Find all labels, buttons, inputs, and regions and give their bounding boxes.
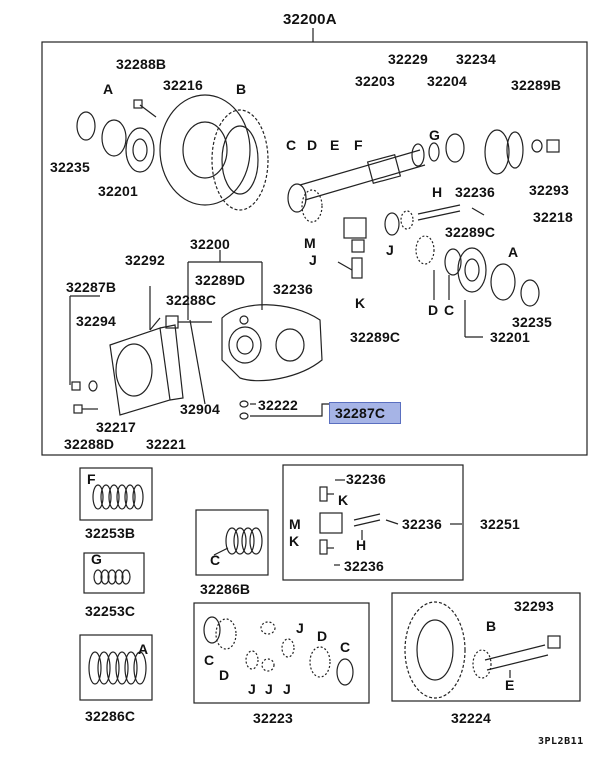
part-32288D[interactable]: 32288D [64, 436, 115, 452]
part-32235-right[interactable]: 32235 [512, 314, 552, 330]
shim-C-shape [225, 527, 263, 555]
kit-32251-callout-K-b: K [289, 533, 300, 549]
part-32218[interactable]: 32218 [533, 209, 573, 225]
part-32288C[interactable]: 32288C [166, 292, 217, 308]
part-32204[interactable]: 32204 [427, 73, 467, 89]
kit-32223-callout-D-b: D [317, 628, 328, 644]
part-32200[interactable]: 32200 [190, 236, 230, 252]
oil-seal-shape [76, 111, 96, 141]
callout-E-top: E [330, 137, 340, 153]
kit-frame-32251 [282, 464, 464, 581]
kit-frame-32224 [391, 592, 581, 702]
callout-B-top: B [236, 81, 247, 97]
part-32221[interactable]: 32221 [146, 436, 186, 452]
kit-32223-callout-D-a: D [219, 667, 230, 683]
callout-F-kit: F [87, 471, 96, 487]
kit-frame-32286C [79, 634, 153, 701]
kit-32253C[interactable]: 32253C [85, 603, 136, 619]
spring-F-shape [92, 484, 144, 510]
callout-F-top: F [354, 137, 363, 153]
ring-gear-kit-shape [404, 601, 466, 699]
part-32904[interactable]: 32904 [180, 401, 220, 417]
callout-C-kit: C [210, 552, 221, 568]
part-32289D[interactable]: 32289D [195, 272, 246, 288]
callout-D-top: D [307, 137, 318, 153]
highlight-32287C [329, 402, 401, 424]
callout-H-top: H [432, 184, 443, 200]
bearing-race-shape [101, 119, 127, 157]
part-32201-right[interactable]: 32201 [490, 329, 530, 345]
part-32234[interactable]: 32234 [456, 51, 496, 67]
part-32289B[interactable]: 32289B [511, 77, 562, 93]
carrier-housing-shape [221, 304, 323, 382]
callout-D-right: D [428, 302, 439, 318]
part-32287B[interactable]: 32287B [66, 279, 117, 295]
assembly-title: 32200A [283, 11, 337, 28]
callout-J-top1: J [309, 252, 317, 268]
kit-32253B[interactable]: 32253B [85, 525, 136, 541]
kit-32224[interactable]: 32224 [451, 710, 491, 726]
callout-A-right: A [508, 244, 519, 260]
callout-C-top: C [286, 137, 297, 153]
part-32229[interactable]: 32229 [388, 51, 428, 67]
part-32217[interactable]: 32217 [96, 419, 136, 435]
diagram-code: 3PL2B11 [538, 736, 584, 747]
part-32289C-top[interactable]: 32289C [445, 224, 496, 240]
kit-32224-callout-B: B [486, 618, 497, 634]
kit-32223-callout-C-b: C [340, 639, 351, 655]
kit-32251-part-32236-a[interactable]: 32236 [346, 471, 386, 487]
main-assembly-frame [41, 41, 588, 456]
kit-frame-32253B [79, 467, 153, 521]
callout-A-top: A [103, 81, 114, 97]
kit-32223-callout-C-a: C [204, 652, 215, 668]
kit-32251-part-32236-b[interactable]: 32236 [402, 516, 442, 532]
part-32201-left[interactable]: 32201 [98, 183, 138, 199]
kit-frame-32286B [195, 509, 269, 576]
part-32235-left[interactable]: 32235 [50, 159, 90, 175]
flange-shape [484, 129, 510, 175]
kit-32251[interactable]: 32251 [480, 516, 520, 532]
kit-32223[interactable]: 32223 [253, 710, 293, 726]
part-32288B[interactable]: 32288B [116, 56, 167, 72]
part-32216[interactable]: 32216 [163, 77, 203, 93]
part-32289C-mid[interactable]: 32289C [350, 329, 401, 345]
kit-frame-32223 [193, 602, 370, 704]
part-32236-top[interactable]: 32236 [455, 184, 495, 200]
kit-32286B[interactable]: 32286B [200, 581, 251, 597]
kit-32224-callout-E: E [505, 677, 515, 693]
callout-G-top: G [429, 127, 441, 143]
callout-A-kit: A [138, 641, 149, 657]
part-32236-mid[interactable]: 32236 [273, 281, 313, 297]
callout-M-top: M [304, 235, 316, 251]
kit-frame-32253C [83, 552, 145, 594]
shim-A-shape [88, 651, 147, 685]
part-32292[interactable]: 32292 [125, 252, 165, 268]
kit-32251-callout-K-a: K [338, 492, 349, 508]
bearing-shape [125, 127, 155, 173]
part-32294[interactable]: 32294 [76, 313, 116, 329]
part-32222[interactable]: 32222 [258, 397, 298, 413]
spider-shape [343, 217, 367, 239]
kit-32251-callout-M: M [289, 516, 301, 532]
callout-J-top2: J [386, 242, 394, 258]
callout-G-kit: G [91, 551, 103, 567]
callout-C-right: C [444, 302, 455, 318]
kit-32223-callout-J-b: J [248, 681, 256, 697]
part-32293-top[interactable]: 32293 [529, 182, 569, 198]
kit-32223-callout-J-d: J [283, 681, 291, 697]
part-32203[interactable]: 32203 [355, 73, 395, 89]
spring-G-shape [93, 569, 131, 585]
kit-32251-callout-H: H [356, 537, 367, 553]
kit-32223-callout-J-c: J [265, 681, 273, 697]
differential-case-shape [159, 94, 251, 206]
kit-32251-part-32236-c[interactable]: 32236 [344, 558, 384, 574]
kit-32224-part-32293[interactable]: 32293 [514, 598, 554, 614]
part-32287C[interactable]: 32287C [335, 405, 386, 421]
kit-32223-callout-J-a: J [296, 620, 304, 636]
ring-gear-shape [211, 109, 269, 211]
kit-32286C[interactable]: 32286C [85, 708, 136, 724]
callout-K-mid: K [355, 295, 366, 311]
cover-plate-shape [109, 327, 171, 416]
